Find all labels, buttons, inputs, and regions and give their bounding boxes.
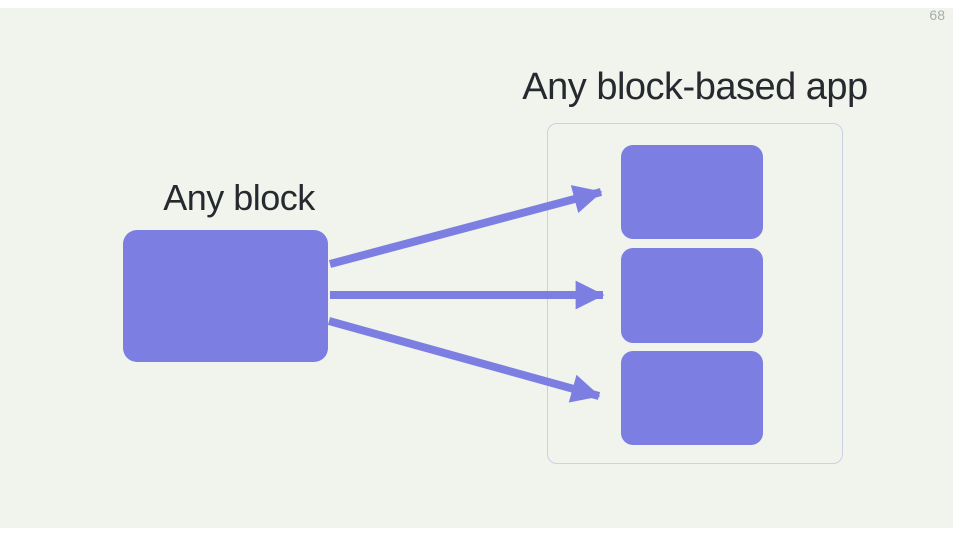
- app-block-3: [621, 351, 763, 445]
- app-container-title: Any block-based app: [522, 66, 868, 108]
- source-block-label: Any block: [163, 177, 315, 218]
- page-number: 68: [929, 7, 945, 23]
- app-block-1: [621, 145, 763, 239]
- source-block: [123, 230, 328, 362]
- app-block-2: [621, 248, 763, 343]
